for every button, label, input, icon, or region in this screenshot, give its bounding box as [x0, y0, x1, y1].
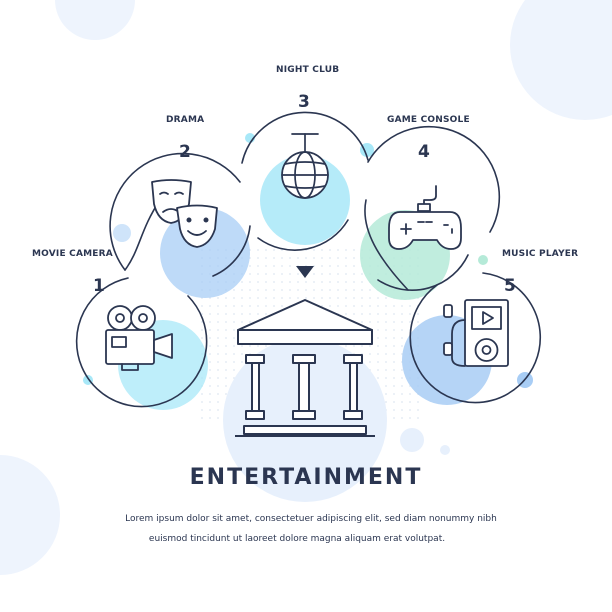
step-number: 5	[504, 276, 516, 296]
flow-line	[75, 111, 542, 408]
step-label: DRAMA	[166, 115, 204, 125]
movie-camera-icon	[105, 305, 173, 371]
museum-building-icon	[235, 299, 375, 437]
step-5: MUSIC PLAYER 5	[502, 249, 578, 296]
step-4: GAME CONSOLE 4	[387, 115, 470, 162]
gamepad-icon	[388, 185, 462, 250]
step-number: 4	[418, 142, 430, 162]
step-number: 1	[93, 276, 105, 296]
step-2: DRAMA 2	[166, 115, 204, 162]
music-player-icon	[443, 299, 509, 367]
step-1: MOVIE CAMERA 1	[32, 249, 113, 296]
disco-ball-icon	[281, 133, 329, 199]
step-label: MOVIE CAMERA	[32, 249, 113, 259]
step-3: NIGHT CLUB 3	[276, 65, 339, 112]
step-number: 3	[298, 92, 310, 112]
step-label: NIGHT CLUB	[276, 65, 339, 75]
drama-masks-icon	[151, 179, 218, 248]
triangle-down-icon	[296, 266, 314, 278]
description-line: Lorem ipsum dolor sit amet, consectetuer…	[125, 514, 497, 524]
step-label: GAME CONSOLE	[387, 115, 470, 125]
step-label: MUSIC PLAYER	[502, 249, 578, 259]
page-title: ENTERTAINMENT	[190, 465, 423, 490]
description-line: euismod tincidunt ut laoreet dolore magn…	[149, 534, 445, 544]
step-number: 2	[179, 142, 191, 162]
